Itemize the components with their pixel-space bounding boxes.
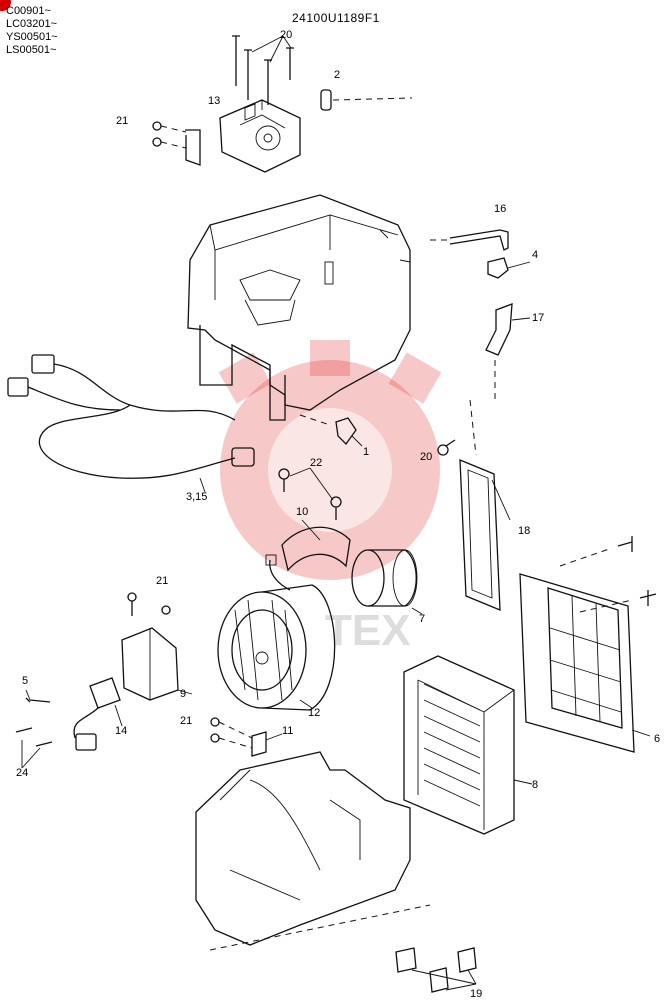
part-14-connector <box>73 677 123 751</box>
callout-5: 5 <box>22 675 28 687</box>
callout-14: 14 <box>115 725 127 737</box>
serial-1: C00901~ <box>6 5 51 17</box>
callout-13: 13 <box>208 95 220 107</box>
callout-24: 24 <box>16 767 28 779</box>
lower-housing <box>195 751 431 951</box>
watermark-logo: TEX <box>218 340 442 655</box>
screws-20-top <box>232 35 294 105</box>
callout-21-mid: 21 <box>156 575 168 587</box>
serial-3: YS00501~ <box>6 31 58 43</box>
part-6-grille <box>519 536 657 753</box>
callout-10: 10 <box>296 506 308 518</box>
callout-16: 16 <box>494 203 506 215</box>
part-18-frame <box>459 399 511 611</box>
part-17-link <box>485 303 531 400</box>
screws-24 <box>15 727 53 769</box>
part-12-blower <box>217 554 336 711</box>
callout-3-15: 3,15 <box>186 491 207 503</box>
callout-7: 7 <box>419 613 425 625</box>
part-2-clip <box>320 89 413 111</box>
part-3-15-harness <box>7 354 255 493</box>
serial-4: LS00501~ <box>6 44 56 56</box>
callout-4: 4 <box>532 249 538 261</box>
part-11-bracket <box>210 717 283 757</box>
callout-21-top: 21 <box>116 115 128 127</box>
callout-6: 6 <box>654 733 660 745</box>
callout-12: 12 <box>308 707 320 719</box>
callout-19: 19 <box>470 988 482 1000</box>
callout-18: 18 <box>518 525 530 537</box>
callout-2: 2 <box>334 69 340 81</box>
part-9-resistor-bracket <box>121 592 193 701</box>
callout-9: 9 <box>180 688 186 700</box>
callout-1: 1 <box>363 446 369 458</box>
part-number: 24100U1189F1 <box>292 11 380 25</box>
clips-19 <box>395 947 477 993</box>
callout-8: 8 <box>532 779 538 791</box>
part-1-clip <box>299 414 363 447</box>
part-8-heater-core <box>403 655 533 835</box>
watermark-text: TEX <box>325 606 411 655</box>
upper-housing <box>187 194 411 421</box>
part-4-lever <box>487 257 531 279</box>
part-13-actuator <box>219 99 301 173</box>
part-21-bracket-top <box>152 121 201 166</box>
callout-21-low: 21 <box>180 715 192 727</box>
callout-20-top: 20 <box>280 29 292 41</box>
part-20-screw <box>437 439 456 456</box>
part-5-pin <box>25 689 51 703</box>
callout-11: 11 <box>282 725 293 737</box>
screws-22 <box>278 467 342 520</box>
callout-17: 17 <box>532 312 544 324</box>
part-10-band <box>281 519 351 572</box>
corner-marker <box>0 0 11 11</box>
part-16-rod <box>430 229 509 251</box>
part-7-ring <box>351 549 423 615</box>
callout-20-side: 20 <box>420 451 432 463</box>
callout-22: 22 <box>310 457 322 469</box>
serial-2: LC03201~ <box>6 18 57 30</box>
